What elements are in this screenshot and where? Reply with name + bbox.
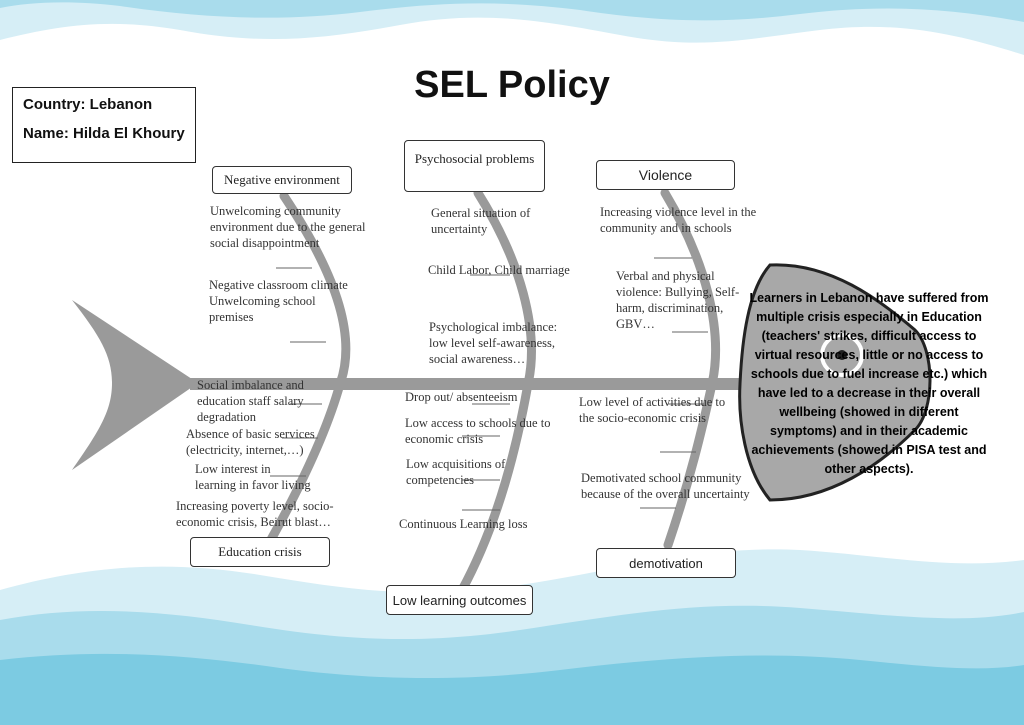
cause-psychological-imbalance: Psychological imbalance: low level self-… xyxy=(429,320,558,366)
cause-verbal-physical-violence: Verbal and physical violence: Bullying, … xyxy=(616,269,740,331)
fish-tail xyxy=(72,300,198,470)
bottom-wave-dark xyxy=(0,653,1024,725)
fish-eye-pupil xyxy=(837,350,847,360)
cause-lines xyxy=(270,257,708,511)
cause-low-activities: Low level of activities due to the socio… xyxy=(579,395,726,425)
rib-negative-environment xyxy=(263,191,351,550)
category-psychosocial-problems: Psychosocial problems xyxy=(404,140,545,192)
cause-low-access-schools: Low access to schools due to economic cr… xyxy=(405,416,551,446)
cause-unwelcoming-community: Unwelcoming community environment due to… xyxy=(210,204,366,250)
cause-low-interest-learning: Low interest in learning in favor living xyxy=(195,462,311,492)
problem-statement: Learners in Lebanon have suffered from m… xyxy=(749,291,989,476)
cause-increasing-violence: Increasing violence level in the communi… xyxy=(600,205,757,235)
cause-child-labor: Child Labor, Child marriage xyxy=(428,263,570,277)
cause-low-acquisitions: Low acquisitions of competencies xyxy=(406,457,506,487)
info-box: Country: Lebanon Name: Hilda El Khoury xyxy=(12,87,196,163)
fish-head xyxy=(738,263,932,502)
rib-psychosocial xyxy=(457,188,536,595)
cause-social-imbalance: Social imbalance and education staff sal… xyxy=(197,378,304,424)
cause-negative-classroom-climate: Negative classroom climate Unwelcoming s… xyxy=(209,278,348,324)
author-name: Name: Hilda El Khoury xyxy=(23,125,185,142)
country-label: Country: Lebanon xyxy=(23,96,153,113)
cause-drop-out: Drop out/ absenteeism xyxy=(405,390,518,404)
fish-spine xyxy=(190,378,750,390)
rib-violence xyxy=(660,188,721,550)
cause-demotivated-community: Demotivated school community because of … xyxy=(581,471,750,501)
cause-learning-loss: Continuous Learning loss xyxy=(399,517,528,531)
category-negative-environment: Negative environment xyxy=(212,166,352,194)
cause-absence-basic-services: Absence of basic services (electricity, … xyxy=(186,427,315,457)
cause-general-uncertainty: General situation of uncertainty xyxy=(431,206,531,236)
category-education-crisis: Education crisis xyxy=(190,537,330,567)
cause-increasing-poverty: Increasing poverty level, socio- economi… xyxy=(176,499,334,529)
category-demotivation: demotivation xyxy=(596,548,736,578)
fishbone-diagram xyxy=(72,188,932,595)
category-violence: Violence xyxy=(596,160,735,190)
page-title: SEL Policy xyxy=(414,64,610,106)
category-low-learning-outcomes: Low learning outcomes xyxy=(386,585,533,615)
top-wave-mid xyxy=(0,0,1024,22)
